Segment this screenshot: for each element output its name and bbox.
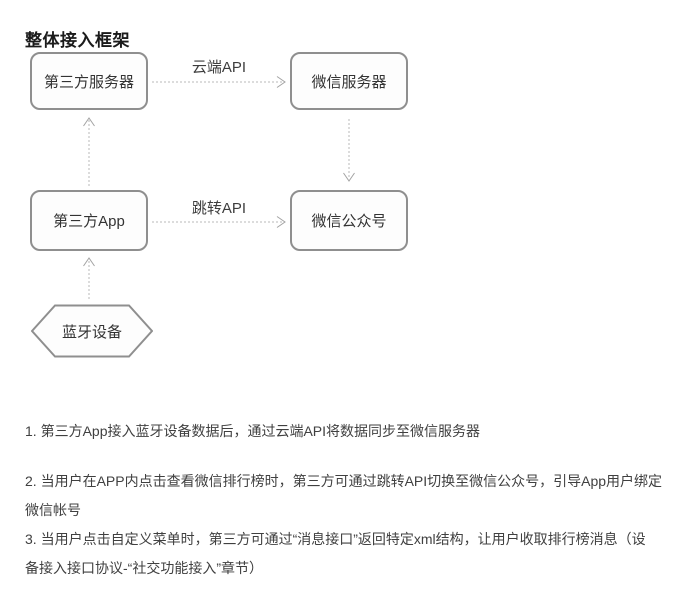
edge-jump-api <box>152 216 286 228</box>
node-third-party-app: 第三方App <box>30 190 148 251</box>
node-third-party-server: 第三方服务器 <box>30 52 148 110</box>
edge-bluetooth-to-app <box>83 257 95 299</box>
edge-cloud-api <box>152 76 286 88</box>
note-item-3: 3. 当用户点击自定义菜单时，第三方可通过“消息接口”返回特定xml结构，让用户… <box>25 531 646 576</box>
edge-label-jump-api: 跳转API <box>191 200 247 217</box>
edge-label-cloud-api: 云端API <box>191 59 247 76</box>
note-item-2: 2. 当用户在APP内点击查看微信排行榜时，第三方可通过跳转API切换至微信公众… <box>25 473 663 518</box>
node-bluetooth-device-label: 蓝牙设备 <box>61 323 122 341</box>
edge-app-to-server <box>83 117 95 186</box>
page-title: 整体接入框架 <box>25 31 130 50</box>
node-wechat-server: 微信服务器 <box>290 52 408 110</box>
arrowhead-right-icon <box>276 76 286 88</box>
node-wechat-official-account: 微信公众号 <box>290 190 408 251</box>
edge-server-to-official-account <box>343 119 355 182</box>
arrowhead-up-icon <box>83 257 95 267</box>
hexagon-shape-icon <box>30 304 154 358</box>
node-bluetooth-device: 蓝牙设备 <box>30 304 154 358</box>
arrowhead-down-icon <box>343 172 355 182</box>
arrowhead-right-icon <box>276 216 286 228</box>
note-item-1: 1. 第三方App接入蓝牙设备数据后，通过云端API将数据同步至微信服务器 <box>25 423 481 439</box>
arrowhead-up-icon <box>83 117 95 127</box>
